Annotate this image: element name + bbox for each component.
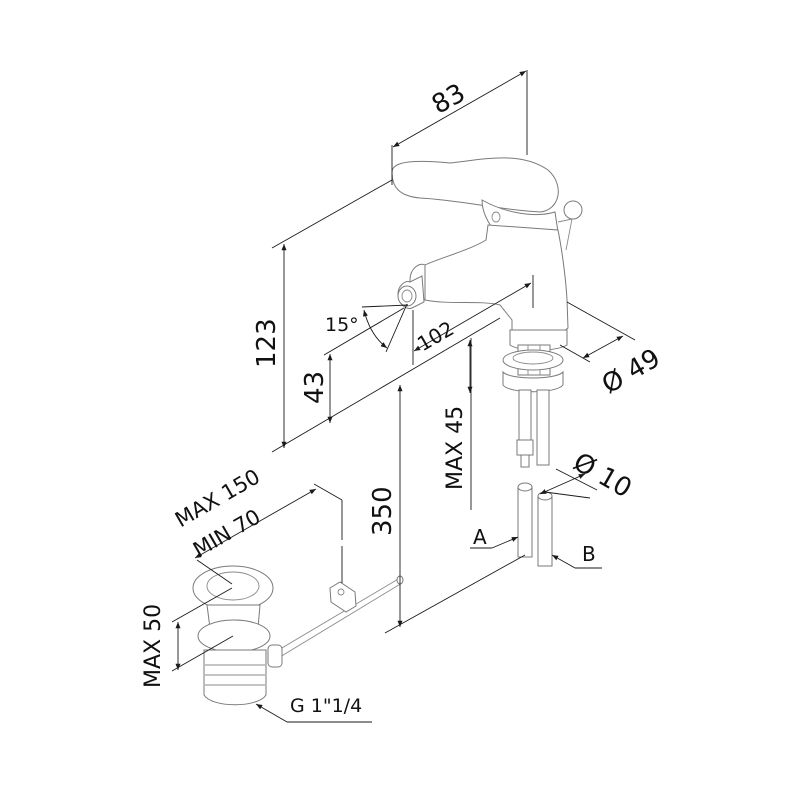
- hose-a: [517, 486, 533, 558]
- dim-label-centre-height: 350: [368, 486, 398, 536]
- hose-a-label: A: [473, 525, 487, 549]
- dim-label-spout-height: 43: [300, 370, 330, 404]
- dim-label-max-deck-tap: MAX 45: [443, 405, 468, 490]
- pop-up-waste: [192, 565, 404, 706]
- dimension-lines: [171, 70, 636, 723]
- tap-body: [391, 157, 583, 567]
- dim-label-waste-thread: G 1"1/4: [290, 695, 363, 717]
- hose-b: [537, 495, 553, 567]
- hose-b-label: B: [582, 542, 596, 566]
- dim-label-spout-angle: 15°: [325, 314, 359, 336]
- dim-label-max-deck-waste: MAX 50: [141, 603, 166, 688]
- dim-label-total-height: 123: [252, 318, 282, 368]
